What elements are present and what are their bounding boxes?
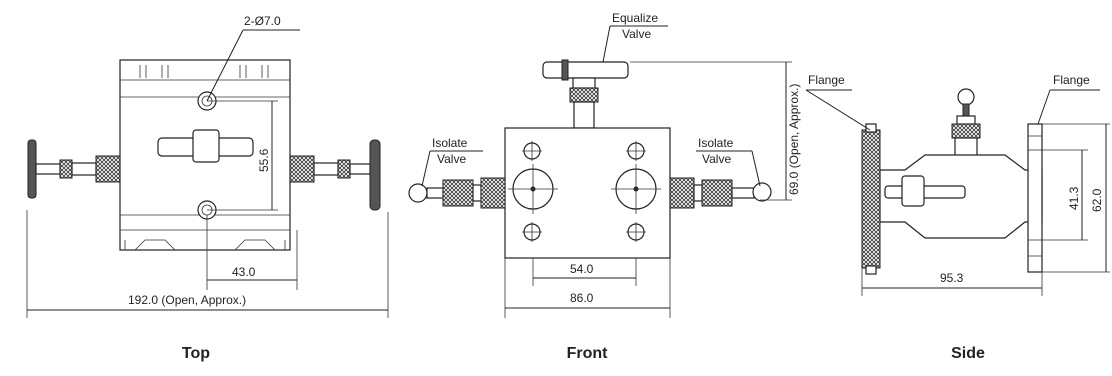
front-dim-height: 69.0 (Open, Approx.) [787,84,801,195]
top-right-valve-body [289,155,315,183]
top-right-handwheel [369,139,381,211]
side-flange-right-label: Flange [1053,73,1090,87]
front-view: Equalize Valve Isolate Valve Isolate Val… [408,11,801,362]
top-left-handwheel [27,139,37,199]
side-dim-height: 62.0 [1090,188,1104,212]
front-isolate-left-label-2: Valve [437,152,466,166]
front-right-isolate-body [669,177,695,209]
front-isolate-right-label-1: Isolate [698,136,734,150]
front-dim-width: 86.0 [570,291,594,305]
front-left-isolate-body [442,179,474,207]
top-left-valve-body [95,155,121,183]
front-view-title: Front [567,345,609,362]
front-isolate-left-label-1: Isolate [432,136,468,150]
side-equalize-knob [957,88,975,106]
top-dim-overall: 192.0 (Open, Approx.) [128,293,246,307]
top-view-title: Top [182,345,210,362]
side-left-flange [861,129,881,269]
top-dim-hole-pitch: 55.6 [257,148,271,172]
side-right-flange [1027,123,1043,273]
side-view-title: Side [951,345,985,362]
side-dim-inner-height: 41.3 [1067,186,1081,210]
front-equalize-label-2: Valve [622,27,651,41]
front-equalize-handle [542,61,629,79]
top-hole-callout: 2-Ø7.0 [244,14,281,28]
top-view: 2-Ø7.0 55.6 43.0 192.0 (Open, Approx.) T… [26,14,389,362]
front-left-handle-knob [408,183,428,203]
side-view: Flange Flange 41.3 62.0 95.3 Side [805,73,1110,362]
front-right-handle-knob [752,182,772,202]
side-dim-width: 95.3 [940,271,964,285]
front-dim-inner: 54.0 [570,262,594,276]
top-dim-offset: 43.0 [232,265,256,279]
front-bolt-holes [522,141,646,242]
front-isolate-right-label-2: Valve [702,152,731,166]
front-equalize-label-1: Equalize [612,11,658,25]
side-flange-left-label: Flange [808,73,845,87]
